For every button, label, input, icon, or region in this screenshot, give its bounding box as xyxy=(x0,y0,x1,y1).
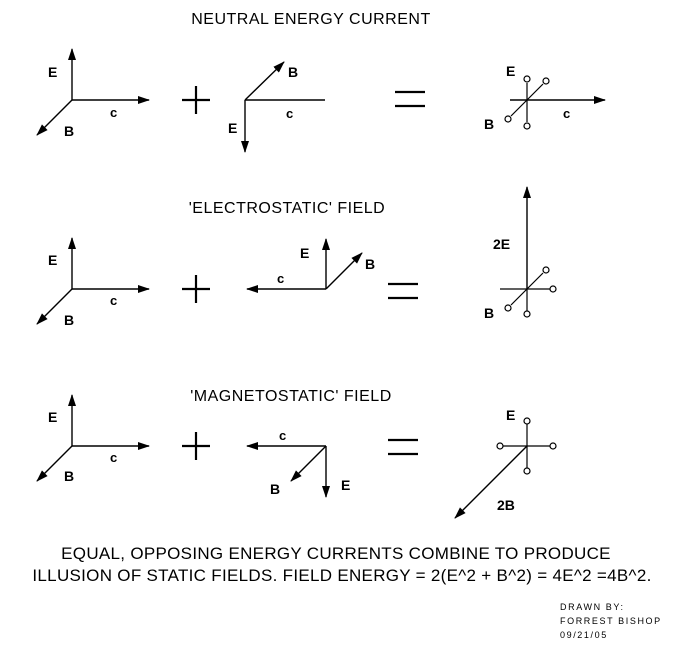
terminal-circle xyxy=(549,285,557,293)
2e-label: 2E xyxy=(493,236,510,252)
row3-term1-vectors: E c B xyxy=(36,394,150,484)
row3-title: 'MAGNETOSTATIC' FIELD xyxy=(190,388,392,405)
row1-term1-vectors: E c B xyxy=(36,48,150,139)
terminal-circle xyxy=(542,266,550,274)
b-label: B xyxy=(484,116,494,132)
credit-date: 09/21/05 xyxy=(560,630,608,640)
row2-term2-vectors: E c B xyxy=(246,238,375,293)
b-field-cancelled-line xyxy=(510,272,544,306)
b-label: B xyxy=(484,305,494,321)
e-label: E xyxy=(506,63,515,79)
c-label: c xyxy=(286,106,293,121)
row2-title: 'ELECTROSTATIC' FIELD xyxy=(189,200,385,217)
terminal-circle xyxy=(523,467,531,475)
terminal-circle xyxy=(542,77,550,85)
row3-term2-vectors: c B E xyxy=(246,428,350,498)
c-label: c xyxy=(279,428,286,443)
row1-result-vectors: E B c xyxy=(484,63,606,132)
caption-line-1: EQUAL, OPPOSING ENERGY CURRENTS COMBINE … xyxy=(61,544,611,563)
b-field-arrow xyxy=(325,252,363,290)
c-label: c xyxy=(277,271,284,286)
row3-result-vectors: E 2B xyxy=(454,407,557,519)
b-field-arrow xyxy=(36,445,73,482)
row1-plus-sign xyxy=(182,86,210,114)
e-label: E xyxy=(341,477,350,493)
terminal-circle xyxy=(523,417,531,425)
terminal-circle xyxy=(504,304,512,312)
b-label: B xyxy=(64,123,74,139)
b-label: B xyxy=(288,64,298,80)
e-label: E xyxy=(48,409,57,425)
2b-label: 2B xyxy=(497,497,515,513)
b-field-arrow xyxy=(290,445,327,482)
row2-term1-vectors: E c B xyxy=(36,237,150,328)
b-label: B xyxy=(365,256,375,272)
c-label: c xyxy=(110,105,117,120)
c-label: c xyxy=(110,450,117,465)
c-label: c xyxy=(110,293,117,308)
row2-plus-sign xyxy=(182,275,210,303)
b-field-doubled-arrow xyxy=(454,445,528,519)
e-label: E xyxy=(300,245,309,261)
row2-result-vectors: 2E B xyxy=(484,186,557,321)
b-label: B xyxy=(64,312,74,328)
terminal-circle xyxy=(523,75,531,83)
e-label: E xyxy=(228,120,237,136)
c-label: c xyxy=(563,106,570,121)
row1-equals-sign xyxy=(395,90,425,108)
caption-line-2: ILLUSION OF STATIC FIELDS. FIELD ENERGY … xyxy=(32,566,651,585)
terminal-circle xyxy=(504,115,512,123)
b-field-arrow xyxy=(36,288,73,325)
credit-drawn-by: DRAWN BY: xyxy=(560,602,625,612)
row1-title: NEUTRAL ENERGY CURRENT xyxy=(191,11,430,28)
b-label: B xyxy=(270,481,280,497)
terminal-circle xyxy=(496,442,504,450)
b-field-cancelled-line xyxy=(510,83,544,117)
row3-equals-sign xyxy=(388,438,418,456)
row2-equals-sign xyxy=(388,282,418,300)
b-field-arrow xyxy=(36,99,73,136)
credit-author: FORREST BISHOP xyxy=(560,616,662,626)
b-label: B xyxy=(64,468,74,484)
b-field-arrow xyxy=(244,61,285,101)
e-label: E xyxy=(48,64,57,80)
terminal-circle xyxy=(549,442,557,450)
terminal-circle xyxy=(523,310,531,318)
e-label: E xyxy=(48,252,57,268)
terminal-circle xyxy=(523,122,531,130)
row3-plus-sign xyxy=(182,432,210,460)
e-label: E xyxy=(506,407,515,423)
row1-term2-vectors: E c B xyxy=(228,61,325,153)
